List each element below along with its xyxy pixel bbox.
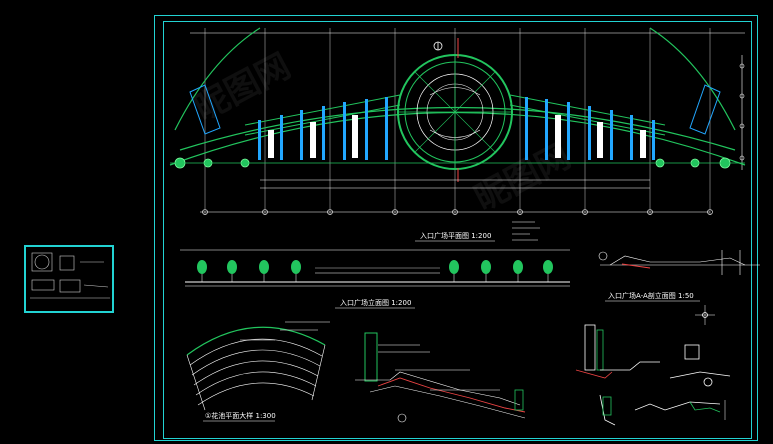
columns — [258, 97, 655, 160]
colonnade-right — [509, 94, 666, 136]
section-aa-drawing — [598, 250, 760, 275]
elevation-title: 入口广场立面图 1:200 — [340, 298, 411, 307]
thumbnail-viewport[interactable] — [24, 245, 114, 313]
wall-details — [575, 305, 731, 426]
legend-notes — [512, 221, 540, 241]
north-arrow — [433, 41, 443, 51]
detail-callout-circle — [397, 413, 407, 423]
bottom-dimension-chain — [200, 179, 713, 215]
plaza-outline-arcs — [169, 27, 746, 166]
corner-stairs — [189, 84, 721, 135]
detail-plan-title: ①花池平面大样 1:300 — [205, 411, 276, 420]
column-labels — [268, 115, 646, 158]
detail-leaders — [240, 321, 330, 341]
plan-title: 入口广场平面图 1:200 — [420, 231, 491, 240]
section-leaders — [378, 344, 500, 391]
drawing-border-outer — [154, 15, 758, 441]
right-dimension-line — [739, 55, 745, 170]
stair-section-detail — [355, 332, 526, 419]
thumbnail-content — [30, 252, 110, 299]
drawing-border-inner — [163, 21, 752, 439]
flower-bed-detail — [186, 326, 326, 411]
elevation-drawing — [180, 249, 570, 287]
section-aa-title: 入口广场A-A剖立面图 1:50 — [608, 291, 694, 300]
central-circle-plaza — [397, 54, 513, 170]
